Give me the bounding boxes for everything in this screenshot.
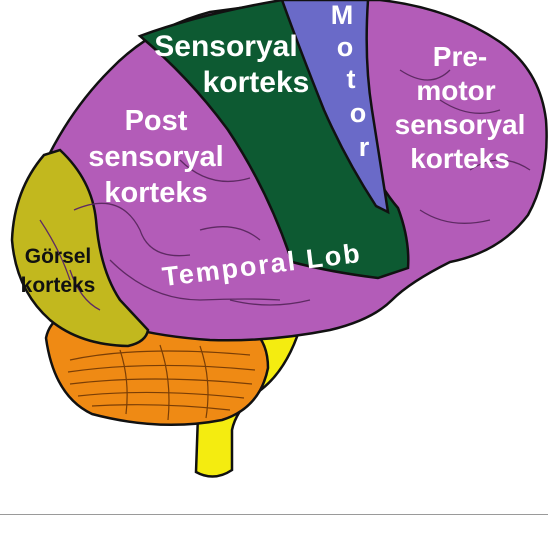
- post-label-1: Post: [125, 105, 188, 137]
- motor-letter: o: [350, 98, 367, 128]
- premotor-label-1: Pre-: [433, 41, 487, 72]
- premotor-label-4: korteks: [410, 143, 510, 174]
- motor-letter: o: [337, 32, 354, 62]
- divider: [0, 514, 548, 515]
- sensory-label-2: korteks: [203, 66, 310, 99]
- motor-letter: M: [331, 0, 354, 30]
- post-label-3: korteks: [104, 177, 207, 209]
- premotor-label-2: motor: [416, 75, 495, 106]
- premotor-label-3: sensoryal: [395, 109, 526, 140]
- visual-label-2: korteks: [21, 274, 96, 297]
- post-label-2: sensoryal: [88, 141, 223, 173]
- motor-letter: t: [347, 64, 356, 94]
- motor-letter: r: [359, 132, 370, 162]
- visual-label-1: Görsel: [25, 245, 92, 268]
- sensory-label-1: Sensoryal: [154, 30, 297, 63]
